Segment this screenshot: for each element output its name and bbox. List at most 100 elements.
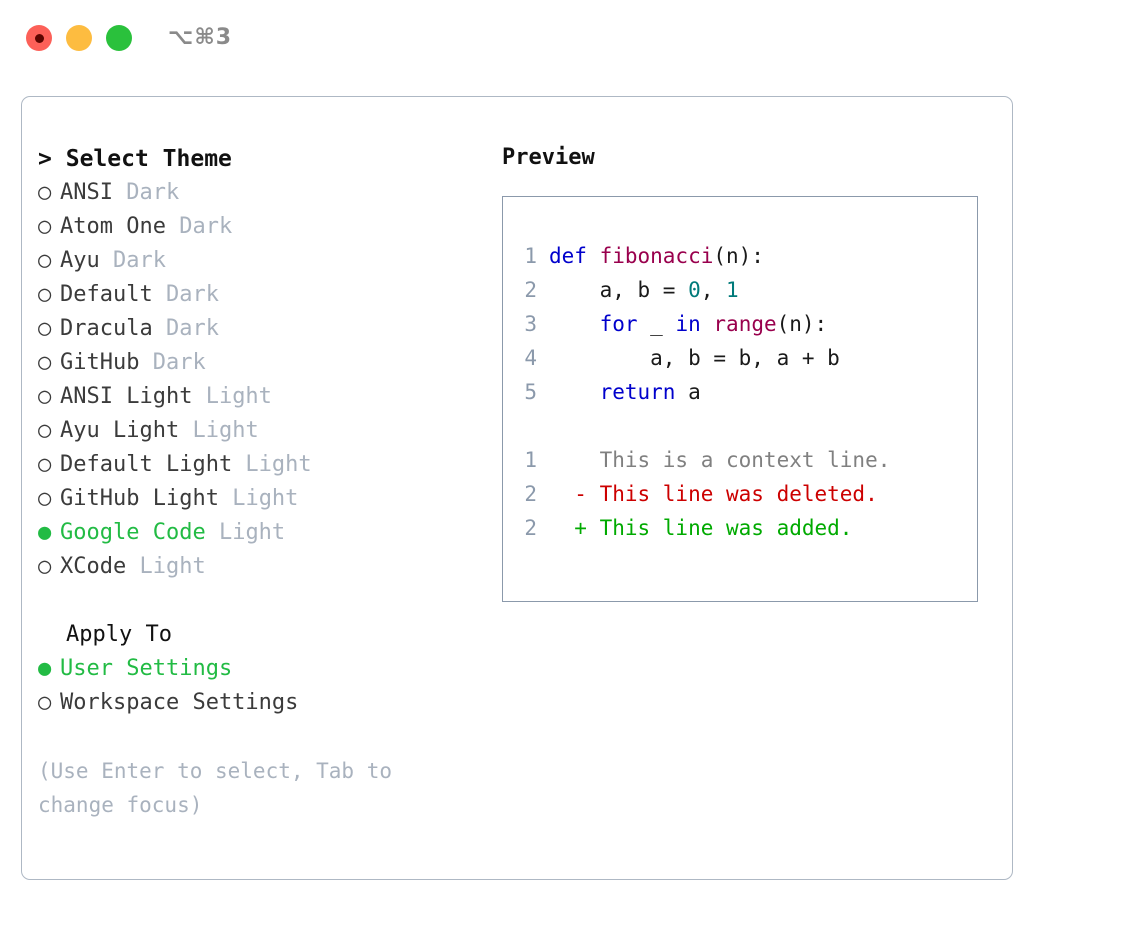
code-token (549, 312, 600, 336)
theme-option-label: GitHub Light (60, 486, 219, 511)
theme-option-variant-tag: Dark (165, 214, 233, 239)
theme-option-github-light[interactable]: ○GitHub Light Light (38, 482, 498, 516)
list-spacer (38, 584, 498, 618)
theme-option-variant-tag: Dark (152, 316, 219, 341)
preview-heading: Preview (502, 145, 595, 170)
theme-option-ayu-light[interactable]: ○ Ayu Light Light (38, 414, 498, 448)
code-token: a, b = (549, 278, 689, 302)
code-line: 3 for _ in range(n): (503, 307, 977, 341)
theme-option-variant-tag: Dark (112, 180, 180, 205)
apply-to-option-label: User Settings (60, 656, 233, 681)
code-token: in (675, 312, 701, 336)
code-token: 0 (688, 278, 701, 302)
prompt-caret-icon: > (38, 146, 52, 172)
theme-option-variant-tag: Light (192, 384, 272, 409)
keyboard-shortcut-label: ⌥⌘3 (168, 25, 233, 50)
diff-line-text: This is a context line. (549, 448, 891, 472)
diff-line: 2 + This line was added. (503, 511, 977, 545)
apply-to-option-workspace-settings[interactable]: ○ Workspace Settings (38, 686, 498, 720)
theme-option-google-code[interactable]: ●Google Code Light (38, 516, 498, 550)
code-line: 2 a, b = 0, 1 (503, 273, 977, 307)
code-token: range (713, 312, 777, 336)
code-line-text: a, b = b, a + b (549, 341, 840, 375)
theme-selection-column: > Select Theme ○ANSI Dark○Atom One Dark○… (38, 142, 498, 822)
theme-option-ansi-light[interactable]: ○ ANSI Light Light (38, 380, 498, 414)
minimize-window-button[interactable] (66, 25, 92, 51)
theme-option-label: GitHub (60, 350, 140, 375)
code-line-text: return a (549, 375, 701, 409)
code-token: (n): (713, 244, 764, 268)
apply-to-option-user-settings[interactable]: ● User Settings (38, 652, 498, 686)
theme-option-ansi[interactable]: ○ ANSI Dark (38, 176, 498, 210)
theme-option-variant-tag: Dark (139, 350, 206, 375)
line-number: 4 (524, 346, 537, 370)
apply-to-option-label: Workspace Settings (60, 690, 299, 715)
code-diff-separator (503, 409, 977, 443)
page-title: Select Theme (65, 146, 232, 172)
title-bar: ⌥⌘3 (0, 0, 1140, 80)
theme-option-label: Ayu (60, 248, 100, 273)
radio-unselected-icon: ○ (38, 486, 52, 511)
radio-unselected-icon: ○ (38, 316, 52, 341)
radio-selected-icon: ● (38, 520, 52, 545)
radio-unselected-icon: ○ (38, 690, 52, 715)
theme-option-label: ANSI (60, 180, 113, 205)
code-line-text: a, b = 0, 1 (549, 273, 739, 307)
maximize-window-button[interactable] (106, 25, 132, 51)
theme-option-label: ANSI Light (60, 384, 193, 409)
diff-line-text: + This line was added. (549, 516, 853, 540)
theme-option-xcode[interactable]: ○XCode Light (38, 550, 498, 584)
code-token: def (549, 244, 600, 268)
radio-unselected-icon: ○ (38, 180, 52, 205)
code-line: 4 a, b = b, a + b (503, 341, 977, 375)
theme-option-label: Atom One (60, 214, 166, 239)
theme-option-label: Dracula (60, 316, 153, 341)
code-token: (n): (776, 312, 828, 336)
line-number: 3 (524, 312, 537, 336)
line-number: 1 (524, 244, 537, 268)
code-line-text: def fibonacci(n): (549, 239, 764, 273)
code-token: , (700, 278, 727, 302)
radio-selected-icon: ● (38, 656, 52, 681)
code-line-text: for _ in range(n): (549, 307, 828, 341)
diff-line: 2 - This line was deleted. (503, 477, 977, 511)
radio-unselected-icon: ○ (38, 452, 52, 477)
theme-option-atom-one[interactable]: ○ Atom One Dark (38, 210, 498, 244)
theme-option-variant-tag: Light (232, 452, 312, 477)
diff-line-text: - This line was deleted. (549, 482, 878, 506)
theme-option-label: Ayu Light (60, 418, 180, 443)
radio-unselected-icon: ○ (38, 282, 52, 307)
radio-unselected-icon: ○ (38, 214, 52, 239)
code-token: fibonacci (599, 244, 714, 268)
line-number: 1 (524, 448, 537, 472)
theme-option-label: Google Code (60, 520, 206, 545)
theme-option-list: ○ANSI Dark○Atom One Dark○Ayu Dark○Defaul… (38, 176, 498, 584)
radio-unselected-icon: ○ (38, 350, 52, 375)
radio-unselected-icon: ○ (38, 554, 52, 579)
theme-option-dracula[interactable]: ○ Dracula Dark (38, 312, 498, 346)
line-number: 2 (524, 278, 537, 302)
close-window-button[interactable] (26, 25, 52, 51)
code-token: return (599, 380, 676, 404)
radio-unselected-icon: ○ (38, 384, 52, 409)
apply-to-heading: Apply To (66, 622, 172, 647)
code-token: 1 (726, 278, 739, 302)
code-token (549, 380, 600, 404)
select-theme-heading: > Select Theme (38, 142, 498, 176)
theme-option-default[interactable]: ○Default Dark (38, 278, 498, 312)
line-number: 2 (524, 516, 537, 540)
code-token: _ (637, 312, 676, 336)
theme-option-variant-tag: Dark (99, 248, 166, 273)
diff-sample: 1 This is a context line. 2 - This line w… (503, 443, 977, 545)
code-line: 1 def fibonacci(n): (503, 239, 977, 273)
radio-unselected-icon: ○ (38, 418, 52, 443)
traffic-lights (26, 25, 132, 51)
theme-option-default-light[interactable]: ○Default Light Light (38, 448, 498, 482)
theme-option-ayu[interactable]: ○Ayu Dark (38, 244, 498, 278)
theme-option-variant-tag: Light (179, 418, 259, 443)
theme-option-github[interactable]: ○ GitHub Dark (38, 346, 498, 380)
theme-picker-panel: > Select Theme ○ANSI Dark○Atom One Dark○… (21, 96, 1013, 880)
